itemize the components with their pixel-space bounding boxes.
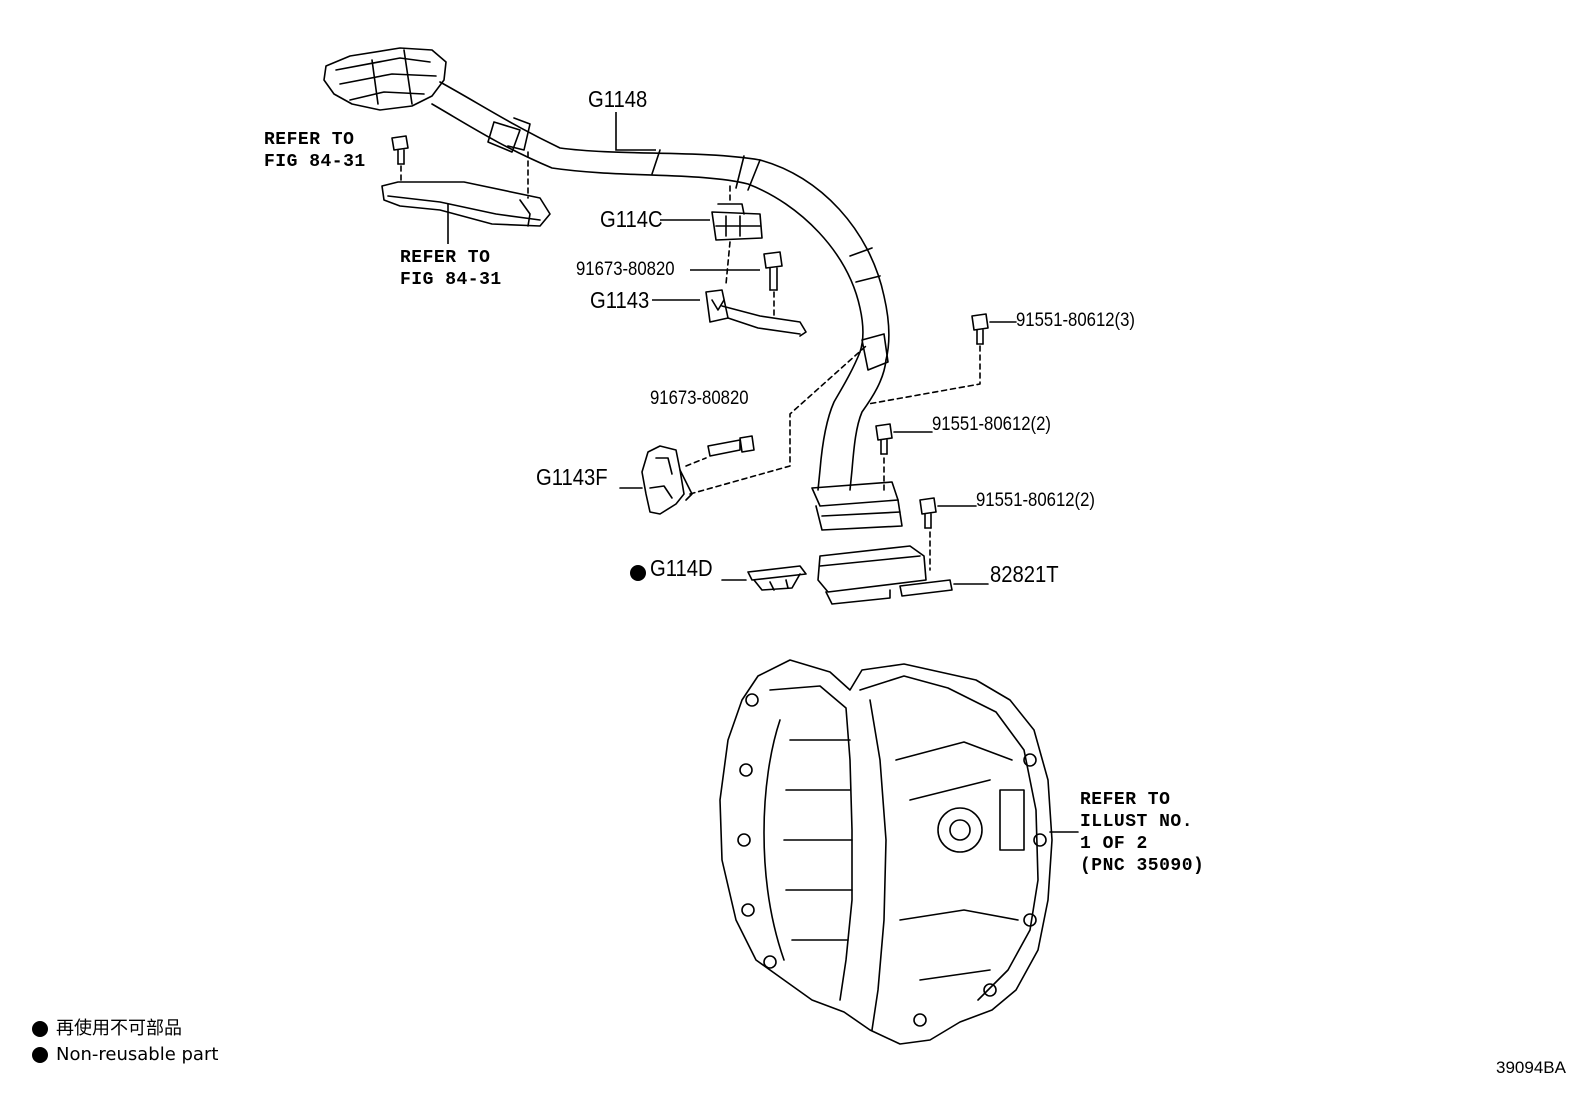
bolt-91673-upper-icon (763, 251, 783, 291)
wire-harness-g1148 (323, 47, 903, 531)
transaxle-case (719, 659, 1053, 1045)
part-label-g1143: G1143 (590, 287, 650, 313)
part-label-82821t: 82821T (990, 561, 1059, 587)
part-label-91673-80820-upper: 91673-80820 (576, 259, 675, 280)
refer-fig-upper-line1: REFER TO (264, 130, 355, 150)
refer-fig-lower-line1: REFER TO (400, 248, 491, 268)
bolt-91551-3-icon (971, 313, 989, 345)
part-label-91551-80612-2a: 91551-80612(2) (932, 414, 1051, 435)
part-label-g1143f: G1143F (536, 464, 608, 490)
refer-fig-upper-line2: FIG 84-31 (264, 152, 366, 172)
bracket-g1143 (705, 289, 807, 337)
part-label-g114d: G114D (650, 555, 713, 581)
part-label-91551-80612-3: 91551-80612(3) (1016, 310, 1135, 331)
seal-g114d (747, 565, 807, 591)
part-label-91551-80612-2b: 91551-80612(2) (976, 490, 1095, 511)
protector-82821t (817, 545, 953, 605)
legend-dot-icon-jp (32, 1021, 48, 1037)
legend-text-jp: 再使用不可部品 (56, 1018, 182, 1039)
drawing-code: 39094BA (1496, 1058, 1566, 1077)
refer-illust-line2: ILLUST NO. (1080, 812, 1194, 832)
clamp-g114c (711, 203, 763, 241)
harness-bracket-upper (381, 181, 551, 227)
legend-dot-icon-en (32, 1047, 48, 1063)
bolt-91551-2a-icon (875, 423, 893, 455)
part-label-g1148: G1148 (588, 86, 648, 112)
non-reusable-dot-icon (630, 565, 646, 581)
bolt-91673-lower-icon (707, 435, 755, 457)
bracket-g1143f (641, 445, 693, 515)
bolt-91551-2b-icon (919, 497, 937, 529)
part-label-91673-80820-lower: 91673-80820 (650, 388, 749, 409)
refer-illust-line4: (PNC 35090) (1080, 856, 1205, 876)
part-label-g114c: G114C (600, 206, 663, 232)
refer-fig-lower-line2: FIG 84-31 (400, 270, 502, 290)
legend-text-en: Non-reusable part (56, 1044, 219, 1065)
refer-illust-line1: REFER TO (1080, 790, 1171, 810)
refer-illust-line3: 1 OF 2 (1080, 834, 1148, 854)
bolt-refer-fig-icon (391, 135, 409, 165)
